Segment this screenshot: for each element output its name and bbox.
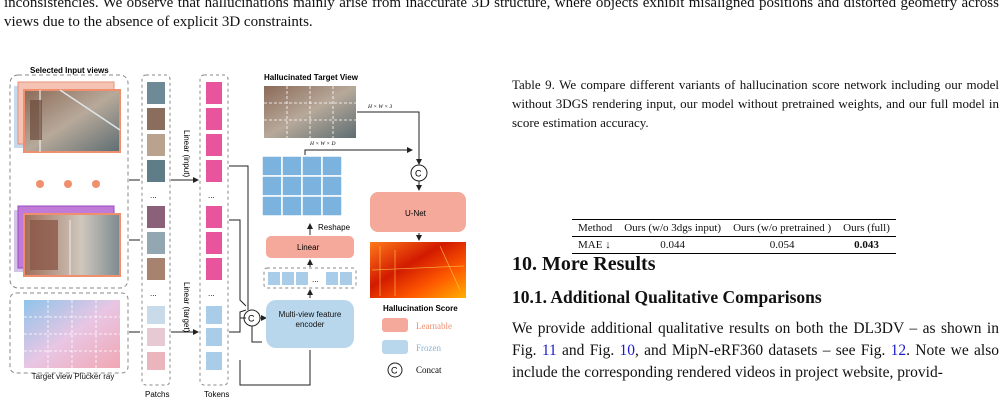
unet-box (370, 192, 466, 232)
fig-link-10[interactable]: 10 (619, 342, 636, 359)
encoder-label: Multi-view feature encoder (278, 310, 342, 329)
reshape-label: Reshape (318, 223, 351, 232)
dot-1 (36, 180, 44, 188)
results-paragraph: We provide additional qualitative result… (512, 318, 999, 384)
encoder-box (266, 300, 354, 348)
patchs-label: Patchs (145, 390, 169, 399)
legend-frozen-label: Frozen (416, 343, 441, 353)
linear-box (266, 236, 354, 258)
legend-learnable-swatch (382, 318, 408, 332)
linear-input-label: Linear (input) (182, 130, 191, 177)
legend-concat-label: Concat (416, 365, 442, 375)
para-text-1: We provide additional qualitative result… (512, 320, 999, 359)
tokens-blue (206, 306, 222, 370)
plucker-box (9, 292, 129, 374)
legend-learnable-label: Learnable (416, 321, 452, 331)
encoder-token-ellipsis: ... (312, 275, 319, 284)
intro-paragraph: inconsistencies. We observe that halluci… (4, 0, 999, 30)
results-table: Method Ours (w/o 3dgs input) Ours (w/o p… (572, 219, 896, 254)
selected-input-views-label: Selected Input views (30, 66, 109, 75)
unet-label: U-Net (405, 209, 427, 218)
legend-concat-icon (387, 362, 403, 378)
table-cell: 0.044 (618, 236, 728, 254)
tokens-column (199, 74, 229, 386)
patch-ellipsis-2: ... (150, 289, 157, 298)
linear-target-label: Linear (target) (182, 282, 191, 333)
fig-link-11[interactable]: 11 (541, 342, 557, 359)
legend-concat-symbol: C (391, 366, 398, 376)
hallucinated-target-label: Hallucinated Target View (264, 73, 359, 82)
table-row: MAE ↓ 0.044 0.054 0.043 (572, 236, 896, 254)
patchs-column (141, 74, 171, 386)
hallucination-score-label: Hallucination Score (383, 304, 458, 313)
linear-label: Linear (297, 243, 320, 252)
input-views-box (9, 74, 129, 289)
table-header-row: Method Ours (w/o 3dgs input) Ours (w/o p… (572, 219, 896, 237)
concat-symbol-2: C (415, 169, 422, 179)
patch-ellipsis-1: ... (150, 191, 157, 200)
token-ellipsis-2: ... (208, 289, 215, 298)
dot-2 (64, 180, 72, 188)
para-text-4: . Note we also include the corresponding… (512, 342, 999, 381)
pipeline-diagram: Selected Input views Target view Plücker… (9, 66, 466, 399)
feature-grid (261, 155, 343, 217)
table-caption: Table 9. We compare different variants o… (512, 77, 999, 130)
subsection-heading: 10.1. Additional Qualitative Comparisons (512, 287, 822, 307)
tokens-pink (206, 82, 222, 280)
table-cell: MAE ↓ (572, 236, 619, 254)
dim-hwd-label: H × W × D (309, 141, 335, 147)
table-header-cell: Method (572, 219, 619, 237)
hallucination-score-image (370, 242, 466, 298)
plucker-label: Target view Plücker ray (31, 372, 115, 381)
table-cell-best: 0.043 (837, 236, 896, 254)
token-ellipsis-1: ... (208, 191, 215, 200)
section-heading: 10. More Results (512, 253, 656, 275)
table-header-cell: Ours (w/o pretrained ) (727, 219, 838, 237)
dim-hw3-label: H × W × 3 (367, 104, 392, 110)
legend-frozen-swatch (382, 340, 408, 354)
patch-images (147, 82, 165, 370)
encoder-output-tokens (263, 267, 357, 289)
para-text-2: and Fig. (556, 342, 620, 359)
table-cell: 0.054 (727, 236, 838, 254)
dot-3 (92, 180, 100, 188)
table-header-cell: Ours (full) (837, 219, 896, 237)
tokens-label: Tokens (204, 390, 229, 399)
para-text-3: , and MipN-eRF360 datasets – see Fig. (635, 342, 891, 359)
table-header-cell: Ours (w/o 3dgs input) (618, 219, 728, 237)
fig-link-12[interactable]: 12 (890, 342, 907, 359)
concat-symbol-1: C (248, 314, 255, 324)
pipeline-figure: Selected Input views Target view Plücker… (0, 60, 510, 405)
